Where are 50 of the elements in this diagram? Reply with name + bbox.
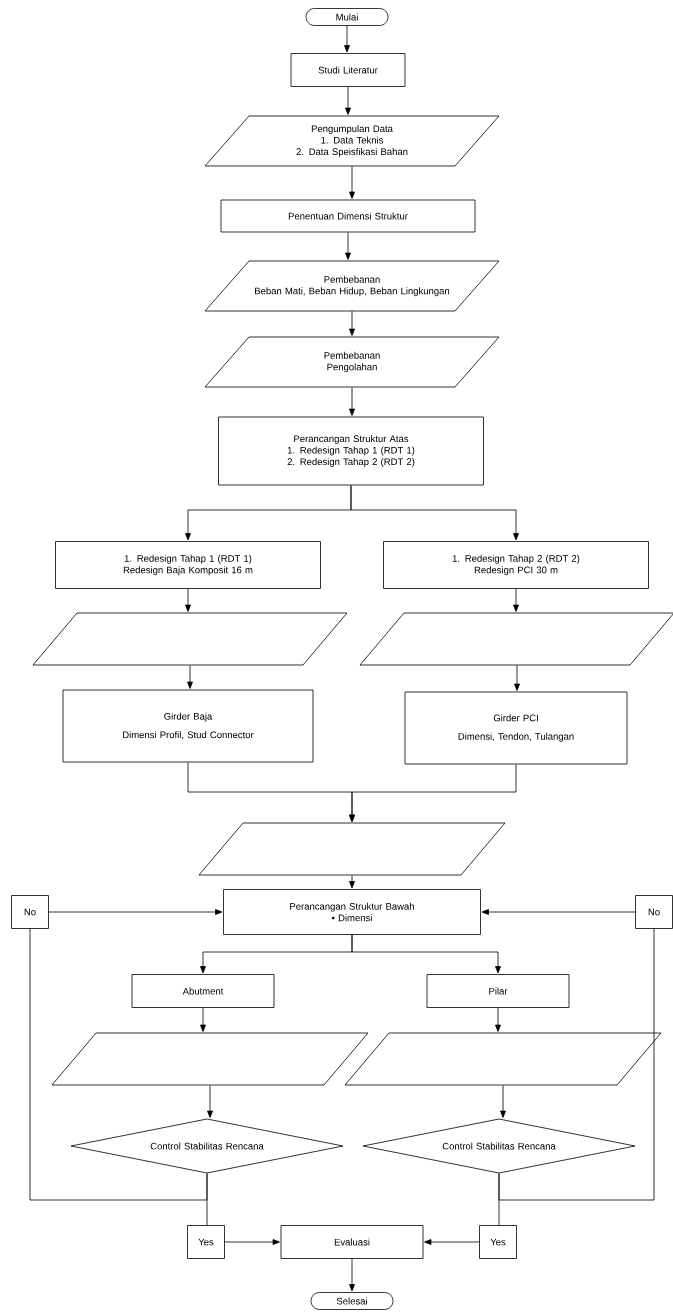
connector — [500, 1085, 506, 1118]
process-box: 1. Redesign Tahap 1 (RDT 1) Redesign Baja Komposit 16 m — [55, 541, 321, 589]
connector — [424, 1239, 480, 1245]
data-parallelogram: Pembebanan Pengolahan — [204, 336, 500, 388]
data-parallelogram — [51, 1032, 369, 1086]
connector — [345, 86, 351, 115]
connector — [498, 1173, 500, 1226]
data-parallelogram — [344, 1032, 662, 1086]
connector — [206, 1173, 208, 1226]
data-parallelogram: Pembebanan Beban Mati, Beban Hidup, Beban Lingkungan — [204, 260, 500, 312]
connector — [185, 588, 191, 612]
connector — [349, 387, 355, 416]
process-box: 1. Redesign Tahap 2 (RDT 2) Redesign PCI 30 m — [383, 541, 649, 589]
connector — [349, 764, 517, 822]
process-box: Studi Literatur — [290, 53, 406, 87]
connector — [498, 928, 655, 1201]
process-box: Penentuan Dimensi Struktur — [220, 199, 476, 233]
connector — [513, 588, 519, 612]
process-box: Evaluasi — [280, 1225, 424, 1259]
process-box: Yes — [187, 1225, 225, 1259]
data-parallelogram — [359, 612, 673, 666]
connector — [349, 166, 355, 199]
connector — [207, 1085, 213, 1118]
data-parallelogram: Pengumpulan Data 1. Data Teknis 2. Data Speisfikasi Bahan — [204, 115, 500, 167]
connector — [48, 909, 223, 915]
data-parallelogram — [32, 612, 348, 666]
process-box: Girder PCI Dimensi, Tendon, Tulangan — [404, 691, 628, 765]
process-box: Abutment — [131, 974, 275, 1008]
connector — [344, 25, 350, 53]
connector — [350, 485, 519, 541]
data-parallelogram — [198, 822, 506, 876]
connector — [200, 1007, 206, 1032]
connector — [187, 665, 193, 689]
connector — [495, 1007, 501, 1032]
process-box: Yes — [479, 1225, 517, 1259]
process-box: Perancangan Struktur Bawah • Dimensi — [223, 889, 481, 935]
process-box: No — [635, 895, 673, 929]
process-box: No — [11, 895, 49, 929]
connector — [481, 909, 636, 915]
connector — [351, 934, 501, 974]
connector — [349, 1258, 355, 1292]
connector — [349, 875, 355, 889]
connector — [514, 665, 520, 691]
connector — [349, 311, 355, 336]
process-box: Girder Baja Dimensi Profil, Stud Connector — [62, 689, 314, 763]
connector — [224, 1239, 280, 1245]
process-box: Perancangan Struktur Atas 1. Redesign Tahap 1 (RDT 1) 2. Redesign Tahap 2 (RDT 2) — [218, 416, 484, 486]
process-box: Pilar — [426, 974, 570, 1008]
connector — [345, 232, 351, 260]
connector — [29, 928, 208, 1201]
